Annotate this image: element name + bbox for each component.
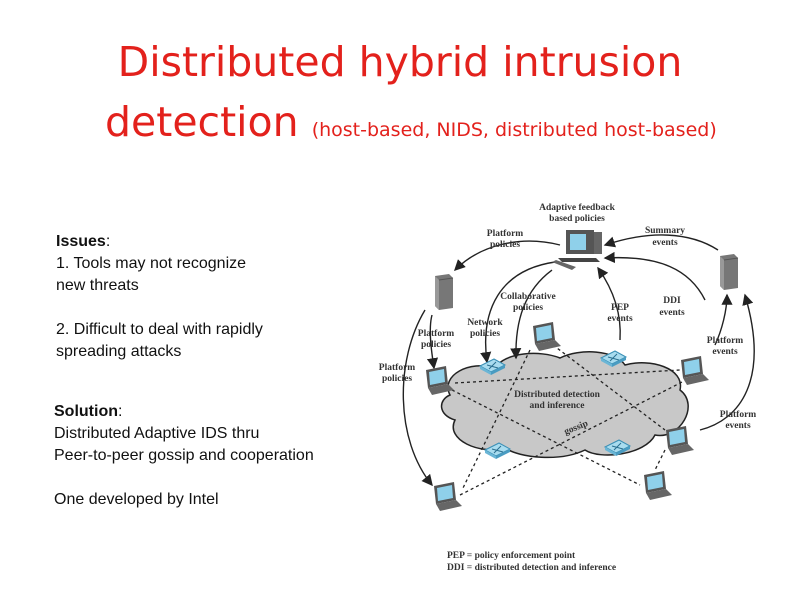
label-adaptive-2: based policies xyxy=(549,214,605,224)
issues-heading: Issues xyxy=(56,233,106,250)
slide-title-line1: Distributed hybrid intrusion xyxy=(117,38,683,86)
label-platform-events-right-2: events xyxy=(712,347,738,357)
laptop xyxy=(533,322,561,351)
issues-colon: : xyxy=(105,233,111,250)
title-detection: detection xyxy=(105,98,299,146)
label-summary-1: Summary xyxy=(645,226,685,236)
solution-line1: Distributed Adaptive IDS thru xyxy=(54,425,260,442)
legend-pep: PEP = policy enforcement point xyxy=(447,551,576,561)
label-platform-events-low-2: events xyxy=(725,421,751,431)
solution-line2: Peer-to-peer gossip and cooperation xyxy=(54,447,314,464)
label-platform-policies-far-1: Platform xyxy=(379,363,415,373)
label-ddi-2: events xyxy=(659,308,685,318)
label-platform-policies-left-1: Platform xyxy=(418,329,454,339)
slide-title-line2: detection (host-based, NIDS, distributed… xyxy=(105,98,717,146)
laptop xyxy=(434,482,462,511)
issue-1-line1: 1. Tools may not recognize xyxy=(56,255,247,272)
label-collab-2: policies xyxy=(513,303,543,313)
flow-arrows xyxy=(402,234,755,487)
label-network-1: Network xyxy=(467,318,503,328)
issues-block: Issues: 1. Tools may not recognize new t… xyxy=(56,231,263,363)
laptop xyxy=(681,356,709,385)
label-cloud-2: and inference xyxy=(530,401,585,411)
label-platform-events-right-1: Platform xyxy=(707,336,743,346)
title-subtitle: (host-based, NIDS, distributed host-base… xyxy=(311,119,717,141)
label-platform-policies-far-2: policies xyxy=(382,374,412,384)
solution-colon: : xyxy=(117,403,123,420)
issue-1-line2: new threats xyxy=(56,277,139,294)
issue-2-line1: 2. Difficult to deal with rapidly xyxy=(56,321,263,338)
label-network-2: policies xyxy=(470,329,500,339)
cloud-shape xyxy=(440,351,689,459)
label-platform-policies-top-2: policies xyxy=(490,240,520,250)
label-pep-2: events xyxy=(607,314,633,324)
label-collab-1: Collaborative xyxy=(500,292,555,302)
gossip-links xyxy=(451,344,691,496)
label-ddi-1: DDI xyxy=(663,296,681,306)
label-platform-events-low-1: Platform xyxy=(720,410,756,420)
laptop xyxy=(644,471,672,500)
label-cloud-1: Distributed detection xyxy=(514,390,600,400)
solution-block: Solution: Distributed Adaptive IDS thru … xyxy=(54,401,314,511)
label-adaptive-1: Adaptive feedback xyxy=(539,203,615,213)
server-right xyxy=(719,253,739,291)
solution-heading: Solution xyxy=(54,403,118,420)
label-summary-2: events xyxy=(652,238,678,248)
label-platform-policies-top-1: Platform xyxy=(487,229,523,239)
label-platform-policies-left-2: policies xyxy=(421,340,451,350)
laptop xyxy=(666,426,694,455)
legend-ddi: DDI = distributed detection and inferenc… xyxy=(447,563,616,573)
server-left xyxy=(434,273,454,311)
issue-2-line2: spreading attacks xyxy=(56,343,182,360)
label-pep-1: PEP xyxy=(611,303,629,313)
solution-line3: One developed by Intel xyxy=(54,491,219,508)
adaptive-policy-workstation xyxy=(552,230,602,270)
